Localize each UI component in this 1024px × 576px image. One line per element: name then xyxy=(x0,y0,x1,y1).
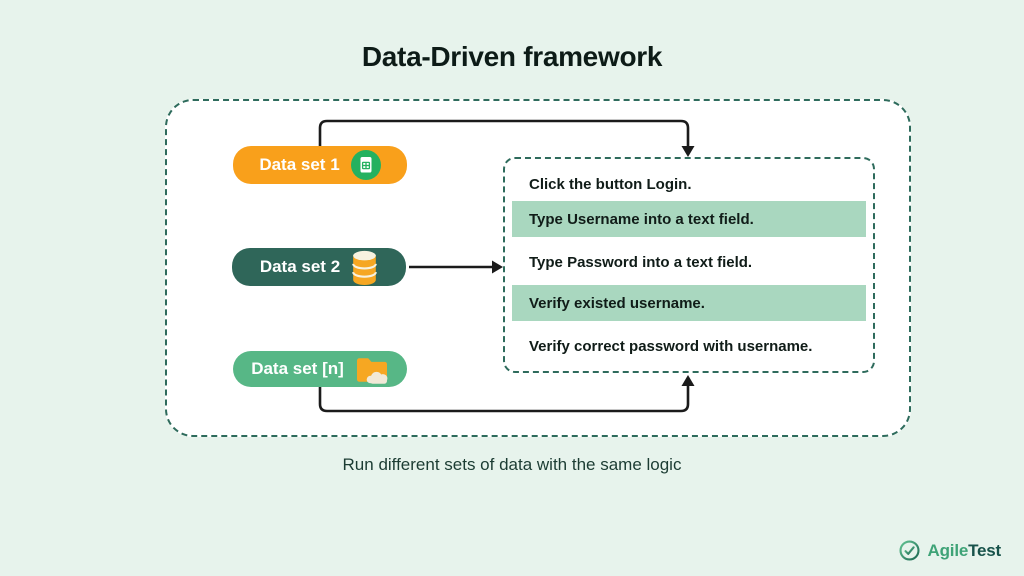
dataset-1-pill: Data set 1 xyxy=(233,146,407,184)
brand-test: Test xyxy=(968,540,1001,560)
dataset-1-label: Data set 1 xyxy=(259,155,340,174)
database-icon xyxy=(351,250,378,285)
brand-text: AgileTest xyxy=(927,540,1002,561)
dataset-n-label: Data set [n] xyxy=(251,359,344,378)
step-verify-username: Verify existed username. xyxy=(512,285,866,321)
page-title: Data-Driven framework xyxy=(361,41,663,72)
dataset-2-label: Data set 2 xyxy=(259,257,341,276)
step-verify-password: Verify correct password with username. xyxy=(529,337,813,355)
dataset-n-pill: Data set [n] xyxy=(233,351,407,387)
check-circle-icon xyxy=(899,540,920,561)
step-click-login: Click the button Login. xyxy=(529,175,692,193)
test-steps-box: Click the button Login. Type Username in… xyxy=(503,157,875,373)
folder-cloud-icon xyxy=(355,355,389,384)
step-type-username: Type Username into a text field. xyxy=(512,201,866,237)
brand-agile: Agile xyxy=(927,540,969,560)
agiletest-logo: AgileTest xyxy=(899,540,1001,561)
spreadsheet-icon xyxy=(350,150,381,180)
dataset-2-pill: Data set 2 xyxy=(232,248,406,286)
diagram-caption: Run different sets of data with the same… xyxy=(342,455,682,474)
step-type-password: Type Password into a text field. xyxy=(529,253,753,271)
